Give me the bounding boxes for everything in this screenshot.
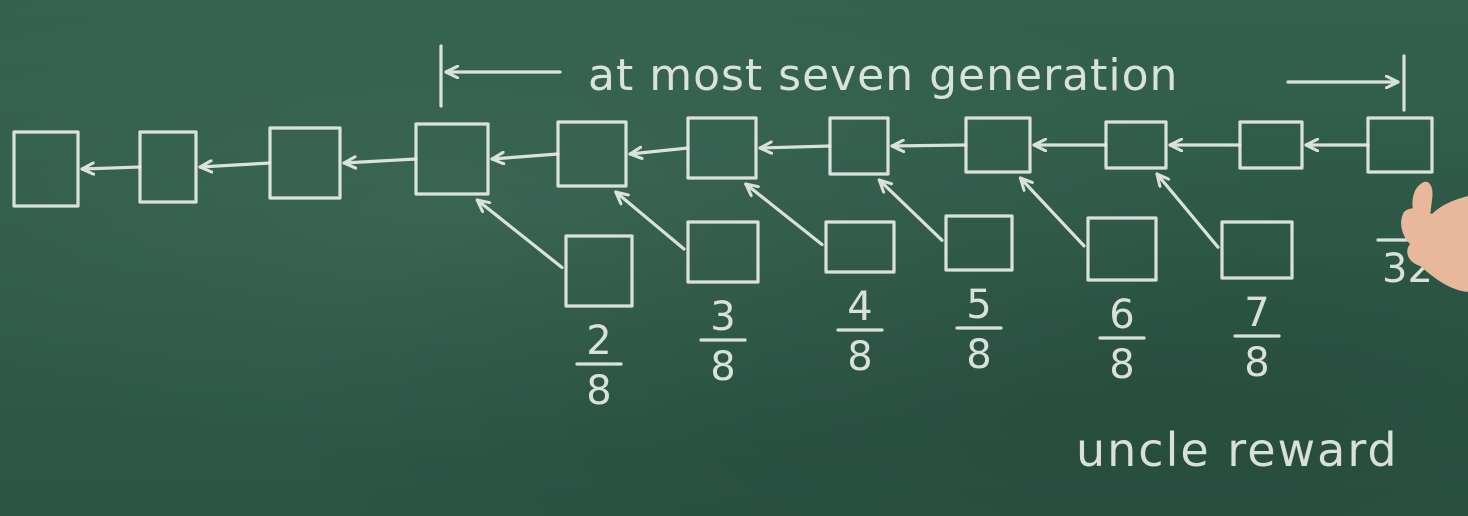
fraction-numerator: 7 <box>1244 290 1269 336</box>
chain-link-arrow <box>80 167 142 169</box>
main-chain <box>12 116 1434 208</box>
fraction-numerator: 3 <box>710 294 735 340</box>
uncle-reward-label: uncle reward <box>1076 423 1399 477</box>
fraction-denominator: 8 <box>586 368 611 414</box>
hand-finger <box>1412 181 1433 216</box>
chain-link-arrow <box>198 163 272 167</box>
uncle-block <box>1220 220 1294 280</box>
hand-palm <box>1401 196 1468 292</box>
main-block <box>12 130 80 208</box>
uncle-reference-arrow <box>1157 174 1220 249</box>
main-block <box>138 130 198 204</box>
main-block <box>414 122 490 196</box>
fraction-denominator: 8 <box>966 332 991 378</box>
chain-link-arrow <box>758 146 832 148</box>
chain-link-arrow <box>890 145 968 146</box>
uncle-reference-arrow <box>746 184 824 247</box>
fraction-denominator: 8 <box>710 344 735 390</box>
pointing-hand <box>1401 181 1468 292</box>
uncle-reference-arrow <box>1020 178 1086 248</box>
main-block <box>964 116 1032 174</box>
main-block <box>828 116 890 176</box>
fraction-denominator: 8 <box>1244 340 1269 386</box>
fraction-numerator: 6 <box>1109 292 1134 338</box>
generation-span-bracket: at most seven generation <box>439 44 1406 112</box>
uncle-reference-arrow <box>879 180 944 242</box>
fraction-denominator: 8 <box>847 334 872 380</box>
uncle-block <box>944 214 1014 272</box>
fraction-numerator: 2 <box>586 318 611 364</box>
uncle-block <box>686 220 760 284</box>
fraction-denominator: 8 <box>1109 342 1134 388</box>
chain-link-arrow <box>342 159 418 163</box>
uncle-blocks <box>477 174 1294 308</box>
main-block <box>1104 120 1168 170</box>
chain-link-arrow <box>630 148 690 154</box>
uncle-reference-arrow <box>477 200 564 270</box>
fraction-numerator: 5 <box>966 282 991 328</box>
main-block <box>1238 120 1304 170</box>
uncle-reference-arrow <box>616 192 686 251</box>
main-block <box>1366 116 1434 174</box>
uncle-block <box>1086 216 1158 282</box>
chain-link-arrow <box>492 154 560 159</box>
main-block <box>686 116 758 180</box>
uncle-block <box>564 234 634 308</box>
fraction-numerator: 4 <box>847 284 872 330</box>
uncle-block <box>824 220 896 274</box>
span-label: at most seven generation <box>588 50 1178 101</box>
main-block <box>268 126 342 200</box>
main-block <box>556 120 628 188</box>
